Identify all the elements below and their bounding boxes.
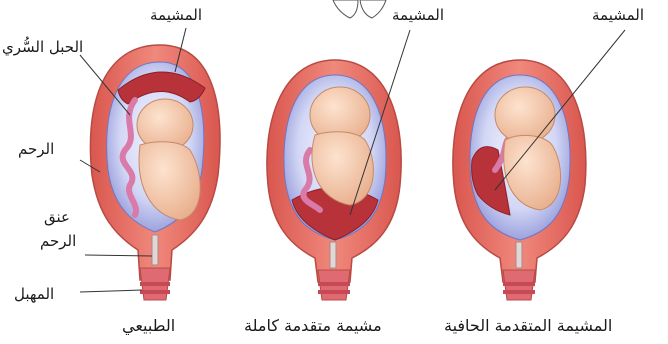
caption-marginal-previa: المشيمة المتقدمة الحافية <box>444 316 612 336</box>
label-cervix-line2: الرحم <box>40 232 76 250</box>
uterus-normal <box>90 45 220 300</box>
caption-normal: الطبيعي <box>122 316 175 336</box>
label-placenta-marginal: المشيمة <box>592 6 644 24</box>
fetus-feet-illustration <box>333 0 386 18</box>
uterus-marginal-previa <box>453 60 586 300</box>
label-cervix-line1: عنق <box>44 208 70 226</box>
label-vagina: المهبل <box>14 285 54 303</box>
label-placenta-complete: المشيمة <box>392 6 444 24</box>
label-umbilical-cord: الحبل السُّري <box>2 38 83 56</box>
label-uterus: الرحم <box>18 140 54 158</box>
caption-complete-previa: مشيمة متقدمة كاملة <box>244 316 382 336</box>
label-placenta-normal: المشيمة <box>150 6 202 24</box>
uterus-complete-previa <box>267 60 401 300</box>
